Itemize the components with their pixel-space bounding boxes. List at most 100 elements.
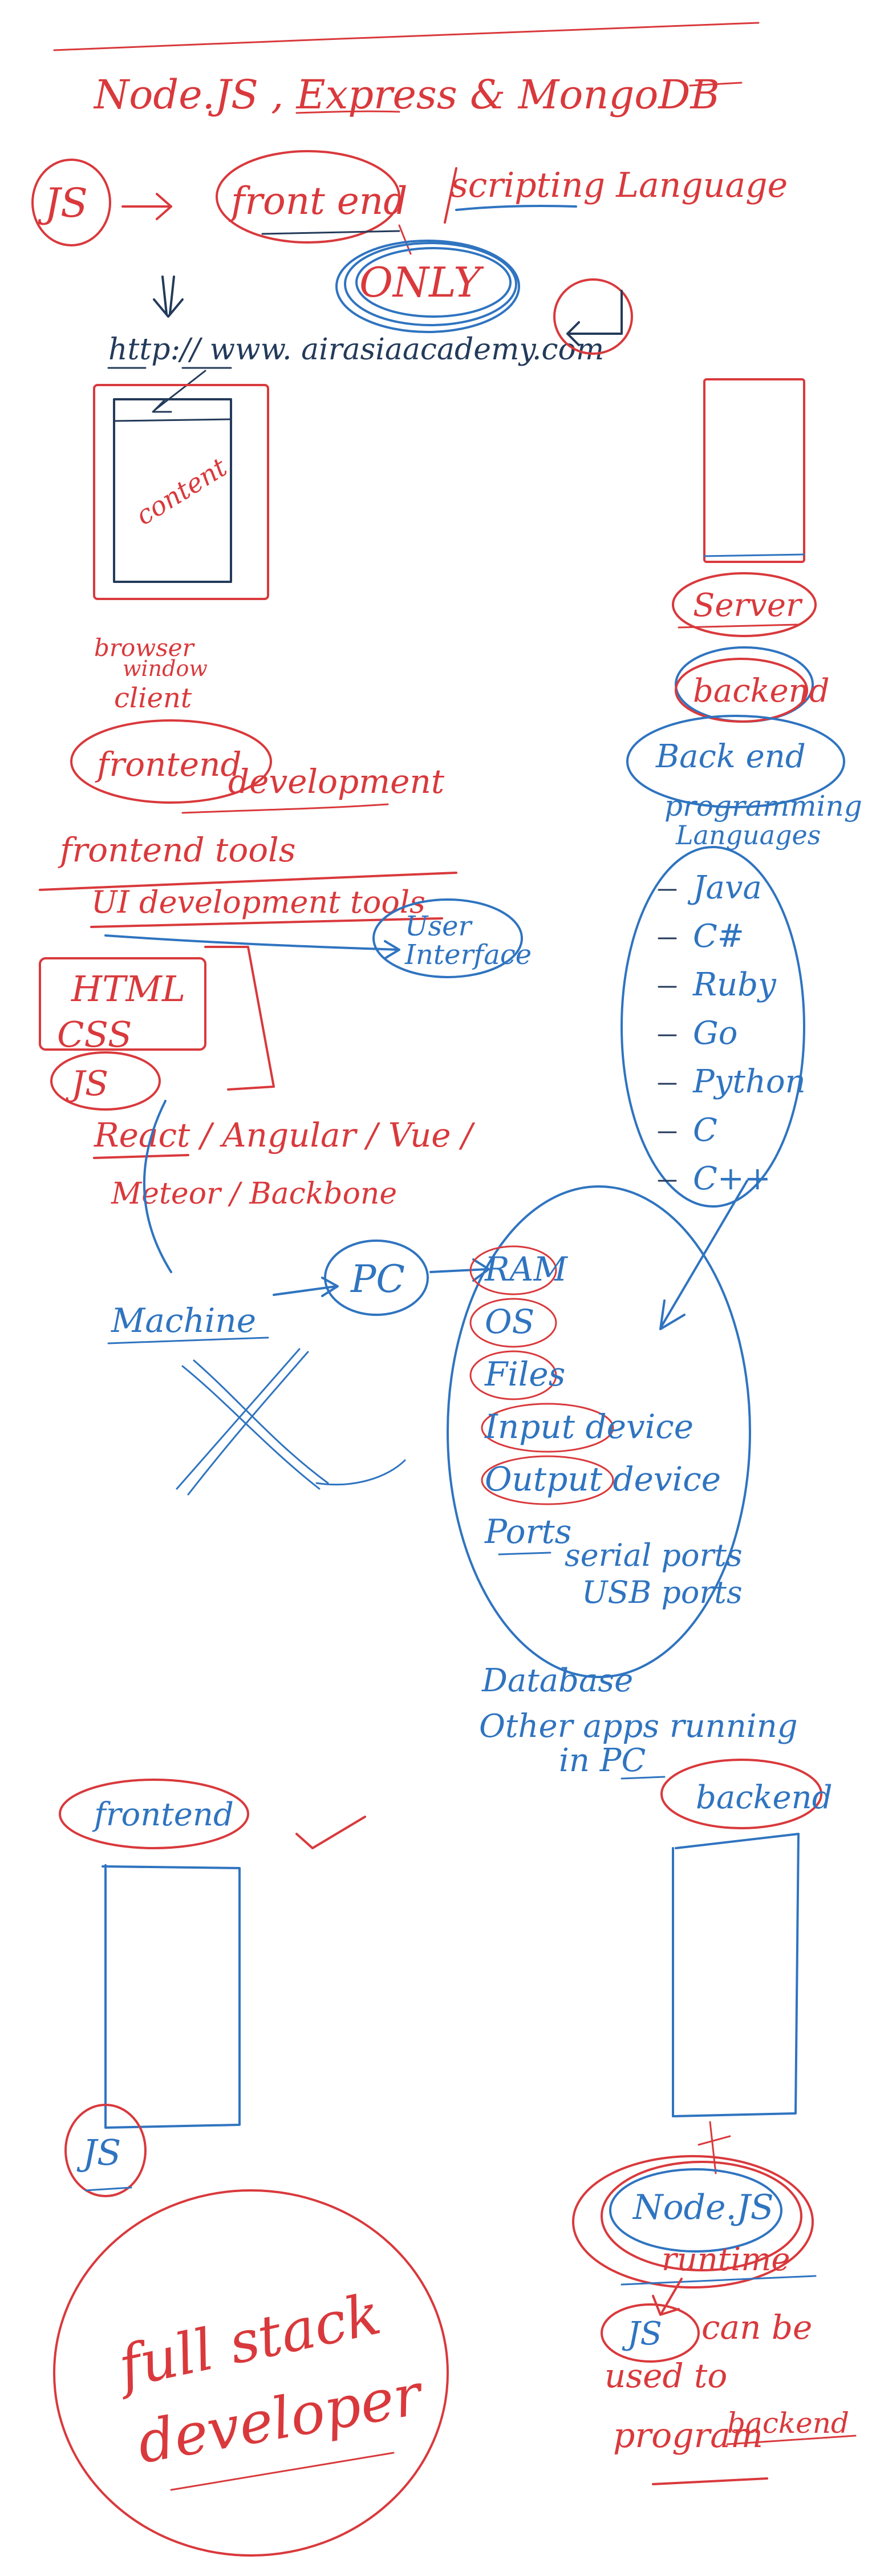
only-circle-2 <box>355 247 512 318</box>
interface-label: Interface <box>404 939 532 971</box>
js-scripting-group: JS front end scripting Language ONLY <box>31 150 788 333</box>
bottom-js2-label: JS <box>622 2315 662 2352</box>
node-circle-inner <box>609 2168 782 2253</box>
frameworks-label-2: Meteor / Backbone <box>111 1177 397 1211</box>
backend-strike <box>652 2477 768 2485</box>
scribble-cross-4 <box>176 1348 301 1490</box>
url-label: http:// www. airasiaacademy.com <box>108 333 604 367</box>
language-item: Python <box>692 1063 806 1100</box>
page-title: Node.JS , Express & MongoDB <box>93 71 720 118</box>
only-label: ONLY <box>359 258 484 306</box>
bottom-backend-circle <box>660 1759 822 1829</box>
node-to-js-arrow <box>652 2278 683 2316</box>
frontend-tools-label: frontend tools <box>58 831 295 869</box>
scribble-tail <box>315 1459 406 1486</box>
node-pointer-2 <box>697 2135 731 2146</box>
frontend-circle <box>70 719 272 804</box>
language-item: C# <box>693 918 744 955</box>
backend-circle-red <box>675 658 808 723</box>
bottom-js-circle <box>64 2104 147 2197</box>
browser-outer-frame <box>93 384 269 600</box>
bottom-frontend-label: frontend <box>92 1796 234 1833</box>
react-underline <box>93 1154 189 1159</box>
css-label: CSS <box>57 1014 132 1055</box>
machine-item: Files <box>484 1355 565 1394</box>
development-underline <box>181 803 389 814</box>
front-end-underline <box>261 230 400 235</box>
machine-label: Machine <box>111 1301 256 1340</box>
language-item: Java <box>687 869 762 906</box>
only-circle-3 <box>335 240 520 333</box>
url-group: http:// www. airasiaacademy.com <box>107 276 633 413</box>
ui-dev-tools-underline <box>90 917 443 928</box>
language-item: C <box>693 1112 717 1149</box>
full-stack-group: JS full stack developer <box>53 2104 449 2557</box>
bottom-backend-box <box>672 1833 800 2117</box>
front-end-label: front end <box>228 179 408 223</box>
development-label: development <box>228 762 445 801</box>
js-mini-circle <box>50 1051 161 1111</box>
browser-address-bar <box>113 418 232 422</box>
bottom-frontend-box <box>102 1864 241 2129</box>
heading-group: Node.JS , Express & MongoDB <box>53 22 760 118</box>
backend-prog-circle <box>626 715 845 808</box>
only-circle-1 <box>344 242 517 326</box>
language-item: C++ <box>693 1160 771 1197</box>
backend-prog-label-2: programming <box>664 789 862 823</box>
ui-dev-tools-label: UI development tools <box>91 884 425 920</box>
backend-insert-label: backend <box>727 2407 849 2440</box>
node-circle-mid <box>601 2161 802 2271</box>
scribble-cross-1 <box>181 1365 321 1490</box>
hardware-circle <box>447 1185 751 1678</box>
program-label: program <box>613 2416 763 2456</box>
title-underline-express <box>295 110 400 114</box>
pc-underline <box>620 1776 666 1780</box>
node-label: Node.JS <box>632 2188 774 2227</box>
check-mark <box>295 1816 366 1849</box>
server-circle <box>672 572 817 637</box>
url-pointer <box>152 370 206 413</box>
js-arrow <box>121 193 172 220</box>
machine-connector <box>143 1100 172 1273</box>
enter-circle <box>553 278 633 355</box>
user-label: User <box>405 910 473 942</box>
machine-item: OS <box>485 1302 534 1341</box>
machine-item: Input device <box>484 1407 694 1446</box>
frontend-dev-group: frontend development frontend tools UI d… <box>39 719 532 1211</box>
server-group: Server backend Back end programming Lang… <box>620 378 862 1330</box>
machine-to-pc-arrow <box>273 1277 339 1297</box>
title-underline-db <box>689 82 743 87</box>
language-item: Ruby <box>692 966 777 1003</box>
html-label: HTML <box>71 968 185 1010</box>
browser-inner-window <box>113 398 232 583</box>
browser-label: browser <box>94 634 196 662</box>
bottom-js-label: JS <box>76 2132 121 2173</box>
languages-circle <box>620 846 805 1208</box>
machine-underline <box>107 1336 269 1344</box>
machine-item: RAM <box>484 1250 569 1289</box>
pc-circle <box>324 1240 429 1316</box>
scribble-cross-2 <box>193 1359 329 1484</box>
machine-item: Output device <box>485 1460 721 1498</box>
runtime-underline <box>620 2275 817 2286</box>
server-box-base <box>703 553 805 557</box>
full-stack-circle <box>53 2189 449 2557</box>
runtime-label: runtime <box>662 2241 790 2278</box>
scripting-language-label: scripting Language <box>451 165 788 205</box>
node-circle-outer <box>572 2155 814 2289</box>
machine-item-circle <box>469 1298 557 1348</box>
can-be-label: can be <box>701 2308 812 2347</box>
machine-item-circle <box>469 1245 557 1295</box>
client-label: client <box>114 682 192 714</box>
down-arrow <box>153 276 184 318</box>
node-runtime-group: Node.JS runtime JS can be used to progra… <box>572 2121 857 2485</box>
scribble-cross-3 <box>187 1351 309 1496</box>
ui-to-user-interface-arrow <box>104 934 400 959</box>
bottom-js-underline <box>84 2186 132 2192</box>
slash-divider <box>444 167 457 224</box>
